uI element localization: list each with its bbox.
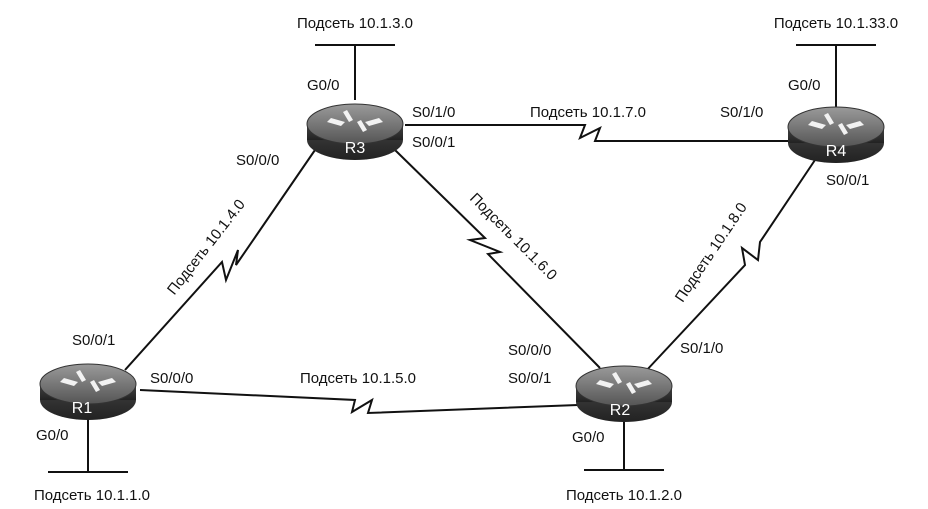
link-r1-r2 bbox=[139, 389, 579, 415]
interface-label-r2-g00: G0/0 bbox=[572, 429, 605, 446]
interface-label-r1-s000: S0/0/0 bbox=[150, 370, 193, 387]
router-arrows-icon bbox=[596, 372, 652, 394]
interface-label-r4-s001: S0/0/1 bbox=[826, 172, 869, 189]
interface-label-r2-s010: S0/1/0 bbox=[680, 340, 723, 357]
link-r2-r4 bbox=[644, 159, 816, 373]
interface-label-r4-s010: S0/1/0 bbox=[720, 104, 763, 121]
router-arrows-icon bbox=[327, 110, 383, 132]
subnet-label-r1-r2: Подсеть 10.1.5.0 bbox=[300, 370, 416, 387]
interface-label-r4-g00: G0/0 bbox=[788, 77, 821, 94]
router-r3[interactable]: R3 bbox=[306, 103, 404, 160]
link-r3-r4 bbox=[405, 124, 790, 142]
link-r3-r2 bbox=[394, 149, 601, 369]
interface-label-r2-s000: S0/0/0 bbox=[508, 342, 551, 359]
subnet-label-r2-lan: Подсеть 10.1.2.0 bbox=[566, 487, 682, 504]
subnet-label-r3-r4: Подсеть 10.1.7.0 bbox=[530, 104, 646, 121]
link-r1-r3 bbox=[124, 149, 316, 371]
interface-label-r3-s010: S0/1/0 bbox=[412, 104, 455, 121]
router-label: R4 bbox=[826, 143, 847, 160]
subnet-label-r2-r4: Подсеть 10.1.8.0 bbox=[672, 200, 751, 306]
interface-label-r1-s001: S0/0/1 bbox=[72, 332, 115, 349]
router-label: R1 bbox=[72, 400, 93, 417]
r1-lan-stub bbox=[48, 410, 128, 473]
router-r2[interactable]: R2 bbox=[575, 365, 673, 422]
interface-label-r3-s001: S0/0/1 bbox=[412, 134, 455, 151]
router-r1[interactable]: R1 bbox=[39, 363, 137, 420]
interface-label-r3-s000: S0/0/0 bbox=[236, 152, 279, 169]
subnet-label-r4-lan: Подсеть 10.1.33.0 bbox=[774, 15, 898, 32]
interface-label-r2-s001: S0/0/1 bbox=[508, 370, 551, 387]
subnet-label-r1-r3: Подсеть 10.1.4.0 bbox=[164, 196, 249, 298]
subnet-label-r3-lan: Подсеть 10.1.3.0 bbox=[297, 15, 413, 32]
subnet-label-r3-r2: Подсеть 10.1.6.0 bbox=[466, 190, 560, 284]
router-r4[interactable]: R4 bbox=[787, 106, 885, 163]
router-label: R3 bbox=[345, 140, 366, 157]
router-arrows-icon bbox=[60, 370, 116, 392]
interface-label-r1-g00: G0/0 bbox=[36, 427, 69, 444]
router-arrows-icon bbox=[808, 113, 864, 135]
subnet-label-r1-lan: Подсеть 10.1.1.0 bbox=[34, 487, 150, 504]
interface-label-r3-g00: G0/0 bbox=[307, 77, 340, 94]
r4-lan-stub bbox=[796, 44, 876, 115]
r3-lan-stub bbox=[315, 44, 395, 100]
router-label: R2 bbox=[610, 402, 631, 419]
